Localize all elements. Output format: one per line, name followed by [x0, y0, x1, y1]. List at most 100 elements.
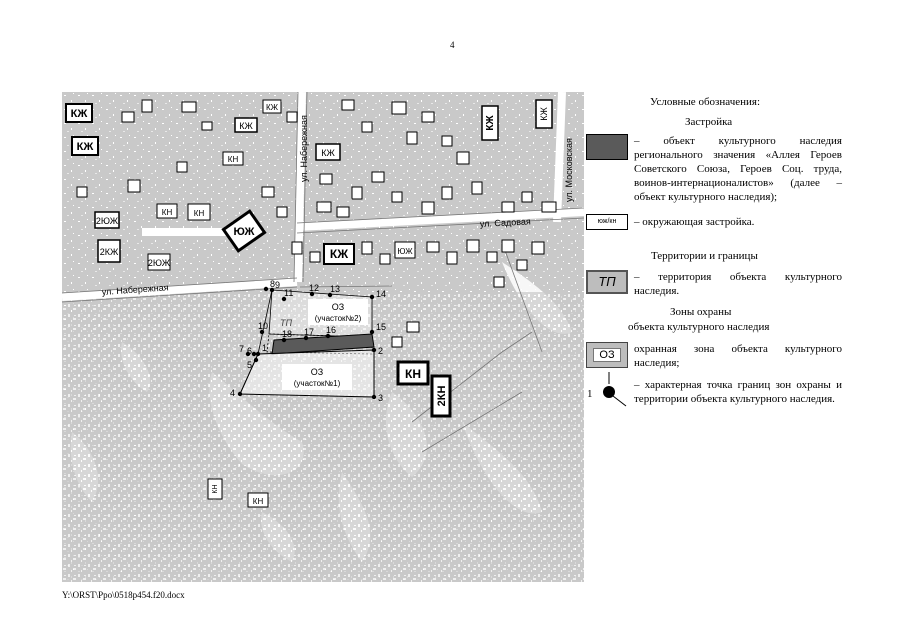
- footer-file-path: Y:\ORST\Ppo\0518p454.f20.docx: [62, 590, 185, 600]
- building: КЖ: [315, 143, 341, 161]
- boundary-point-label-5: 5: [247, 360, 252, 370]
- building-label: 2ЮЖ: [96, 216, 119, 226]
- heritage-zone-map: ул. Набережная ул. Набережная ул. Москов…: [62, 92, 584, 582]
- legend-surrounding-text: – окружающая застройка.: [634, 216, 755, 228]
- building: КН: [156, 203, 178, 219]
- building: 2ЮЖ: [94, 211, 120, 229]
- building-label: КЖ: [330, 247, 348, 261]
- building-label: КН: [253, 497, 264, 506]
- boundary-point-label-3: 3: [378, 393, 383, 403]
- point-marker-icon: [603, 386, 615, 398]
- building: КЖ: [323, 243, 355, 265]
- street-label-sadovaya: ул. Садовая: [480, 216, 532, 229]
- zone-oz1-subtitle: (участок№1): [294, 379, 341, 388]
- legend-point-symbol: 1: [587, 372, 627, 407]
- building-label: КЖ: [321, 148, 335, 158]
- building-label: КН: [405, 367, 421, 381]
- boundary-point-label-18: 18: [282, 329, 292, 339]
- building: 2ЮЖ: [147, 253, 171, 271]
- zone-oz2-subtitle: (участок№2): [315, 314, 362, 323]
- building: 2КН: [430, 374, 452, 418]
- building-label: КН: [194, 209, 205, 218]
- boundary-point-13: [327, 292, 333, 298]
- street-label-naberezhnaya: ул. Набережная: [101, 282, 169, 297]
- boundary-point-17: [303, 335, 309, 341]
- building: КЖ: [71, 136, 99, 156]
- building: КН: [396, 360, 430, 386]
- legend-heritage-text: – объект культурного наследия региональн…: [634, 135, 842, 203]
- building: КЖ: [481, 105, 499, 141]
- boundary-point-label-13: 13: [330, 284, 340, 294]
- building: КН: [187, 203, 211, 221]
- building-label: КЖ: [77, 141, 94, 153]
- boundary-point-label-15: 15: [376, 322, 386, 332]
- building-label: КЖ: [71, 108, 88, 120]
- boundary-point-label-4: 4: [230, 388, 235, 398]
- boundary-point-2: [371, 347, 377, 353]
- street-label-naberezhnaya-vertical: ул. Набережная: [299, 115, 309, 182]
- building-label: 2КН: [436, 386, 448, 407]
- building-label: КН: [212, 484, 219, 493]
- zone-tp-label: ТП: [280, 318, 292, 328]
- boundary-point-10: [259, 329, 265, 335]
- boundary-point-3: [371, 394, 377, 400]
- boundary-point-15: [369, 329, 375, 335]
- boundary-point-6: [251, 351, 257, 357]
- heritage-object: [271, 333, 375, 355]
- boundary-point-label-10: 10: [258, 321, 268, 331]
- legend-oz-swatch-label: ОЗ: [593, 348, 621, 362]
- building: КН: [247, 492, 269, 508]
- building-label: КЖ: [266, 103, 279, 112]
- legend-tp-text: – территория объекта культурного наследи…: [634, 271, 842, 297]
- legend-surrounding-swatch: юж/кн: [586, 214, 628, 230]
- boundary-point-5: [253, 357, 259, 363]
- building: ЮЖ: [221, 209, 267, 253]
- building-label: КН: [162, 208, 173, 217]
- street-label-moskovskaya: ул. Московская: [564, 138, 574, 202]
- building-label: КЖ: [485, 114, 496, 130]
- boundary-point-1: [255, 351, 261, 357]
- legend-oz-swatch: ОЗ: [586, 342, 628, 368]
- zone-oz1-title: ОЗ: [311, 367, 323, 377]
- building-label: КЖ: [239, 121, 253, 131]
- building: КН: [207, 478, 223, 500]
- building-label: КН: [228, 155, 239, 164]
- boundary-point-label-12: 12: [309, 283, 319, 293]
- boundary-point-18: [281, 337, 287, 343]
- boundary-point-label-1: 1: [262, 343, 267, 353]
- boundary-point-8: [263, 286, 269, 292]
- building: КЖ: [262, 99, 282, 114]
- building-label: ЮЖ: [233, 226, 254, 238]
- boundary-point-label-7: 7: [239, 344, 244, 354]
- building-label: ЮЖ: [397, 247, 413, 256]
- boundary-point-16: [325, 333, 331, 339]
- boundary-point-12: [309, 291, 315, 297]
- boundary-point-14: [369, 294, 375, 300]
- boundary-point-label-17: 17: [304, 327, 314, 337]
- legend-section-territories: Территории и границы: [651, 250, 758, 262]
- building: КН: [222, 151, 244, 166]
- boundary-point-4: [237, 391, 243, 397]
- boundary-point-label-11: 11: [284, 288, 293, 298]
- legend-oz-text: охранная зона объекта культурного наслед…: [634, 343, 842, 369]
- building-label: 2КЖ: [100, 247, 119, 257]
- building: КЖ: [65, 103, 93, 123]
- boundary-point-label-16: 16: [326, 325, 336, 335]
- page-number: 4: [450, 40, 455, 50]
- legend-tp-swatch: ТП: [586, 270, 628, 294]
- boundary-point-7: [245, 351, 251, 357]
- boundary-point-label-8: 8: [270, 279, 275, 289]
- legend-title: Условные обозначения:: [650, 96, 761, 108]
- boundary-point-label-14: 14: [376, 289, 386, 299]
- boundary-point-label-2: 2: [378, 346, 383, 356]
- legend-section-buildings: Застройка: [685, 116, 733, 128]
- legend-point-label: 1: [587, 388, 593, 400]
- boundary-point-label-9: 9: [275, 280, 280, 290]
- building: КЖ: [234, 117, 258, 133]
- building-label: 2ЮЖ: [148, 258, 171, 268]
- zone-oz2-title: ОЗ: [332, 302, 344, 312]
- boundary-point-9: [269, 287, 275, 293]
- legend-section-zones-2: объекта культурного наследия: [628, 321, 770, 333]
- small-houses: [76, 99, 557, 348]
